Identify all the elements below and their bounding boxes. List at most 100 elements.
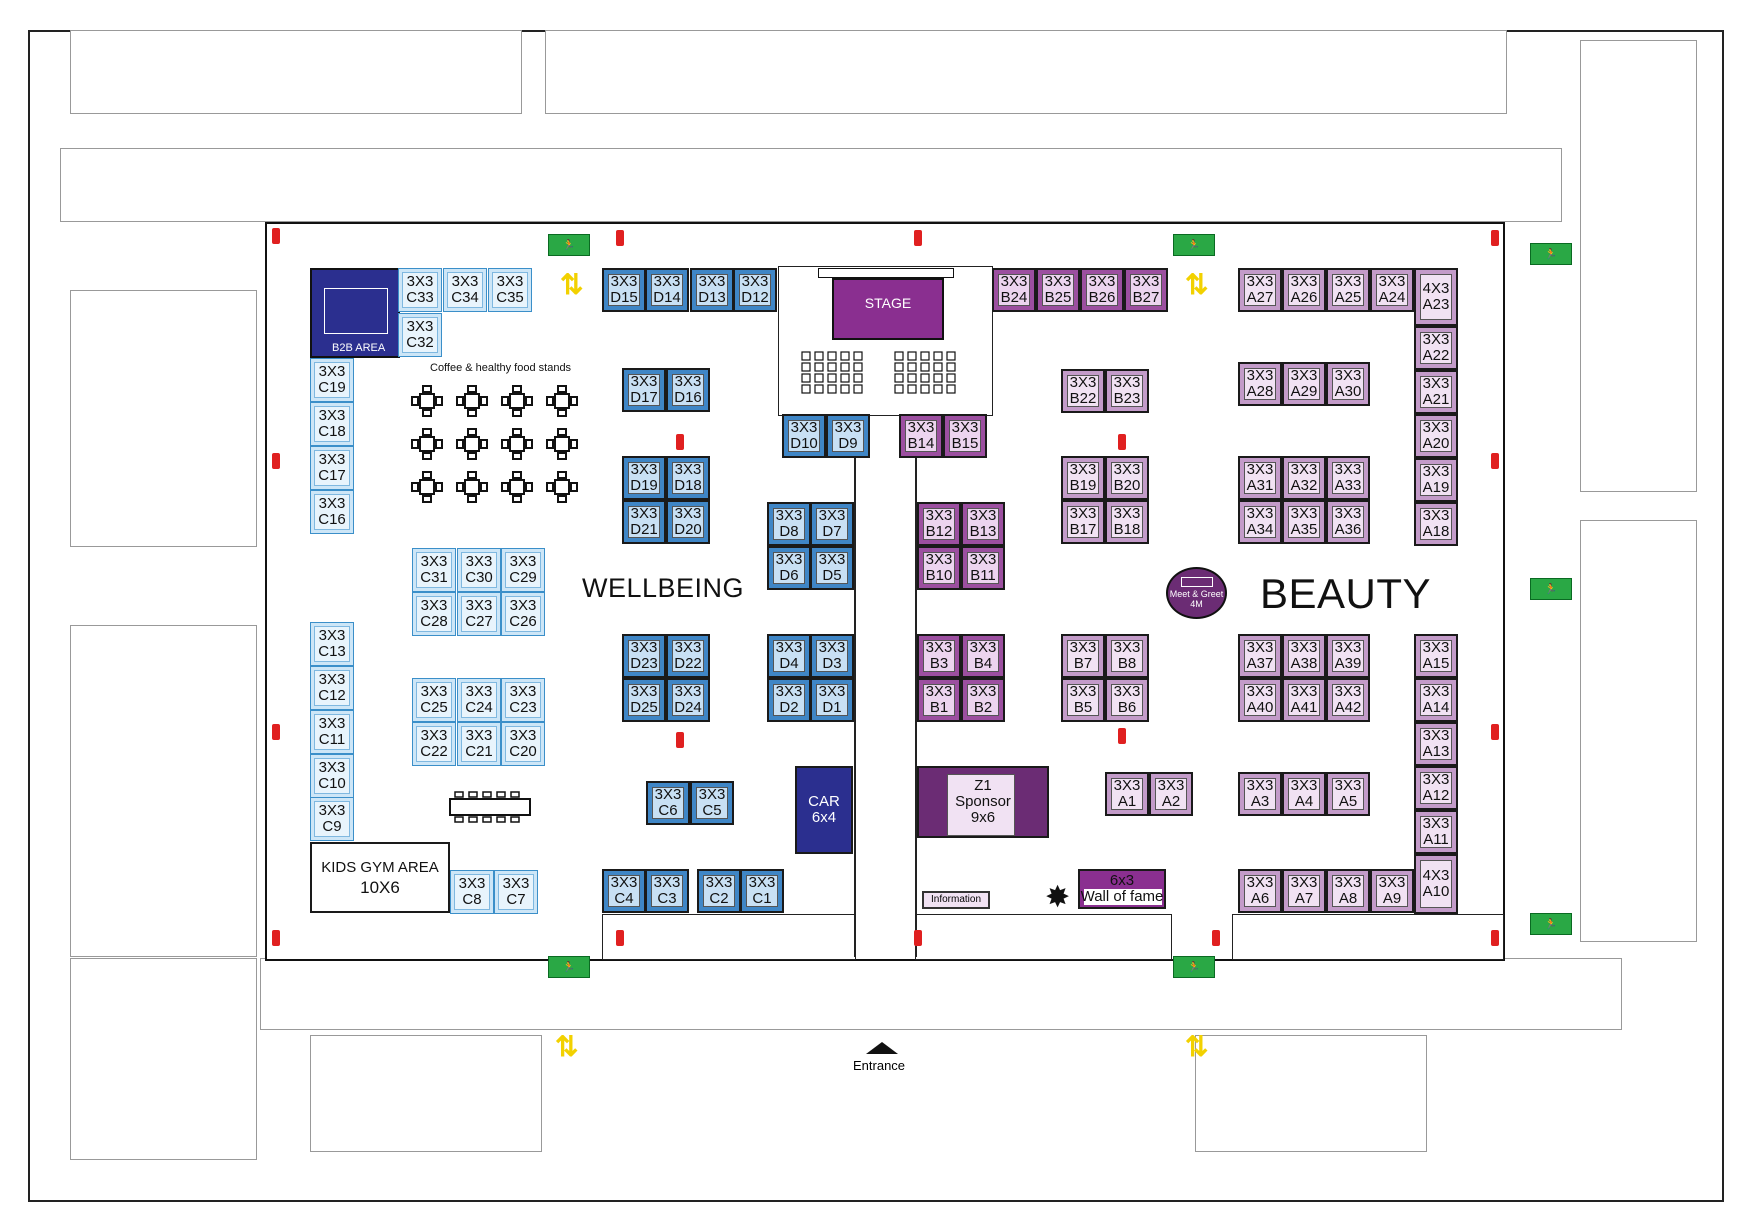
sponsor-area[interactable]: Z1 Sponsor 9x6	[917, 766, 1049, 838]
wall-of-fame[interactable]: 6x3 Wall of fame	[1078, 869, 1166, 909]
car-area[interactable]: CAR 6x4	[795, 766, 853, 854]
information-desk[interactable]: Information	[922, 891, 990, 909]
